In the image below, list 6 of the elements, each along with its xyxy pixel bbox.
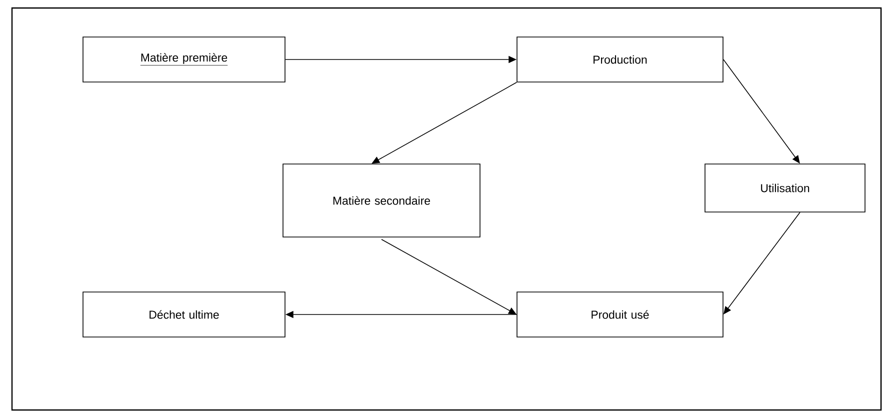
process-box: Matière première [82,36,286,82]
process-box: Déchet ultime [82,292,286,338]
process-box: Produit usé [516,292,724,338]
process-box: Production [516,36,724,82]
process-box: Utilisation [704,164,866,212]
process-box: Matière secondaire [282,164,480,238]
